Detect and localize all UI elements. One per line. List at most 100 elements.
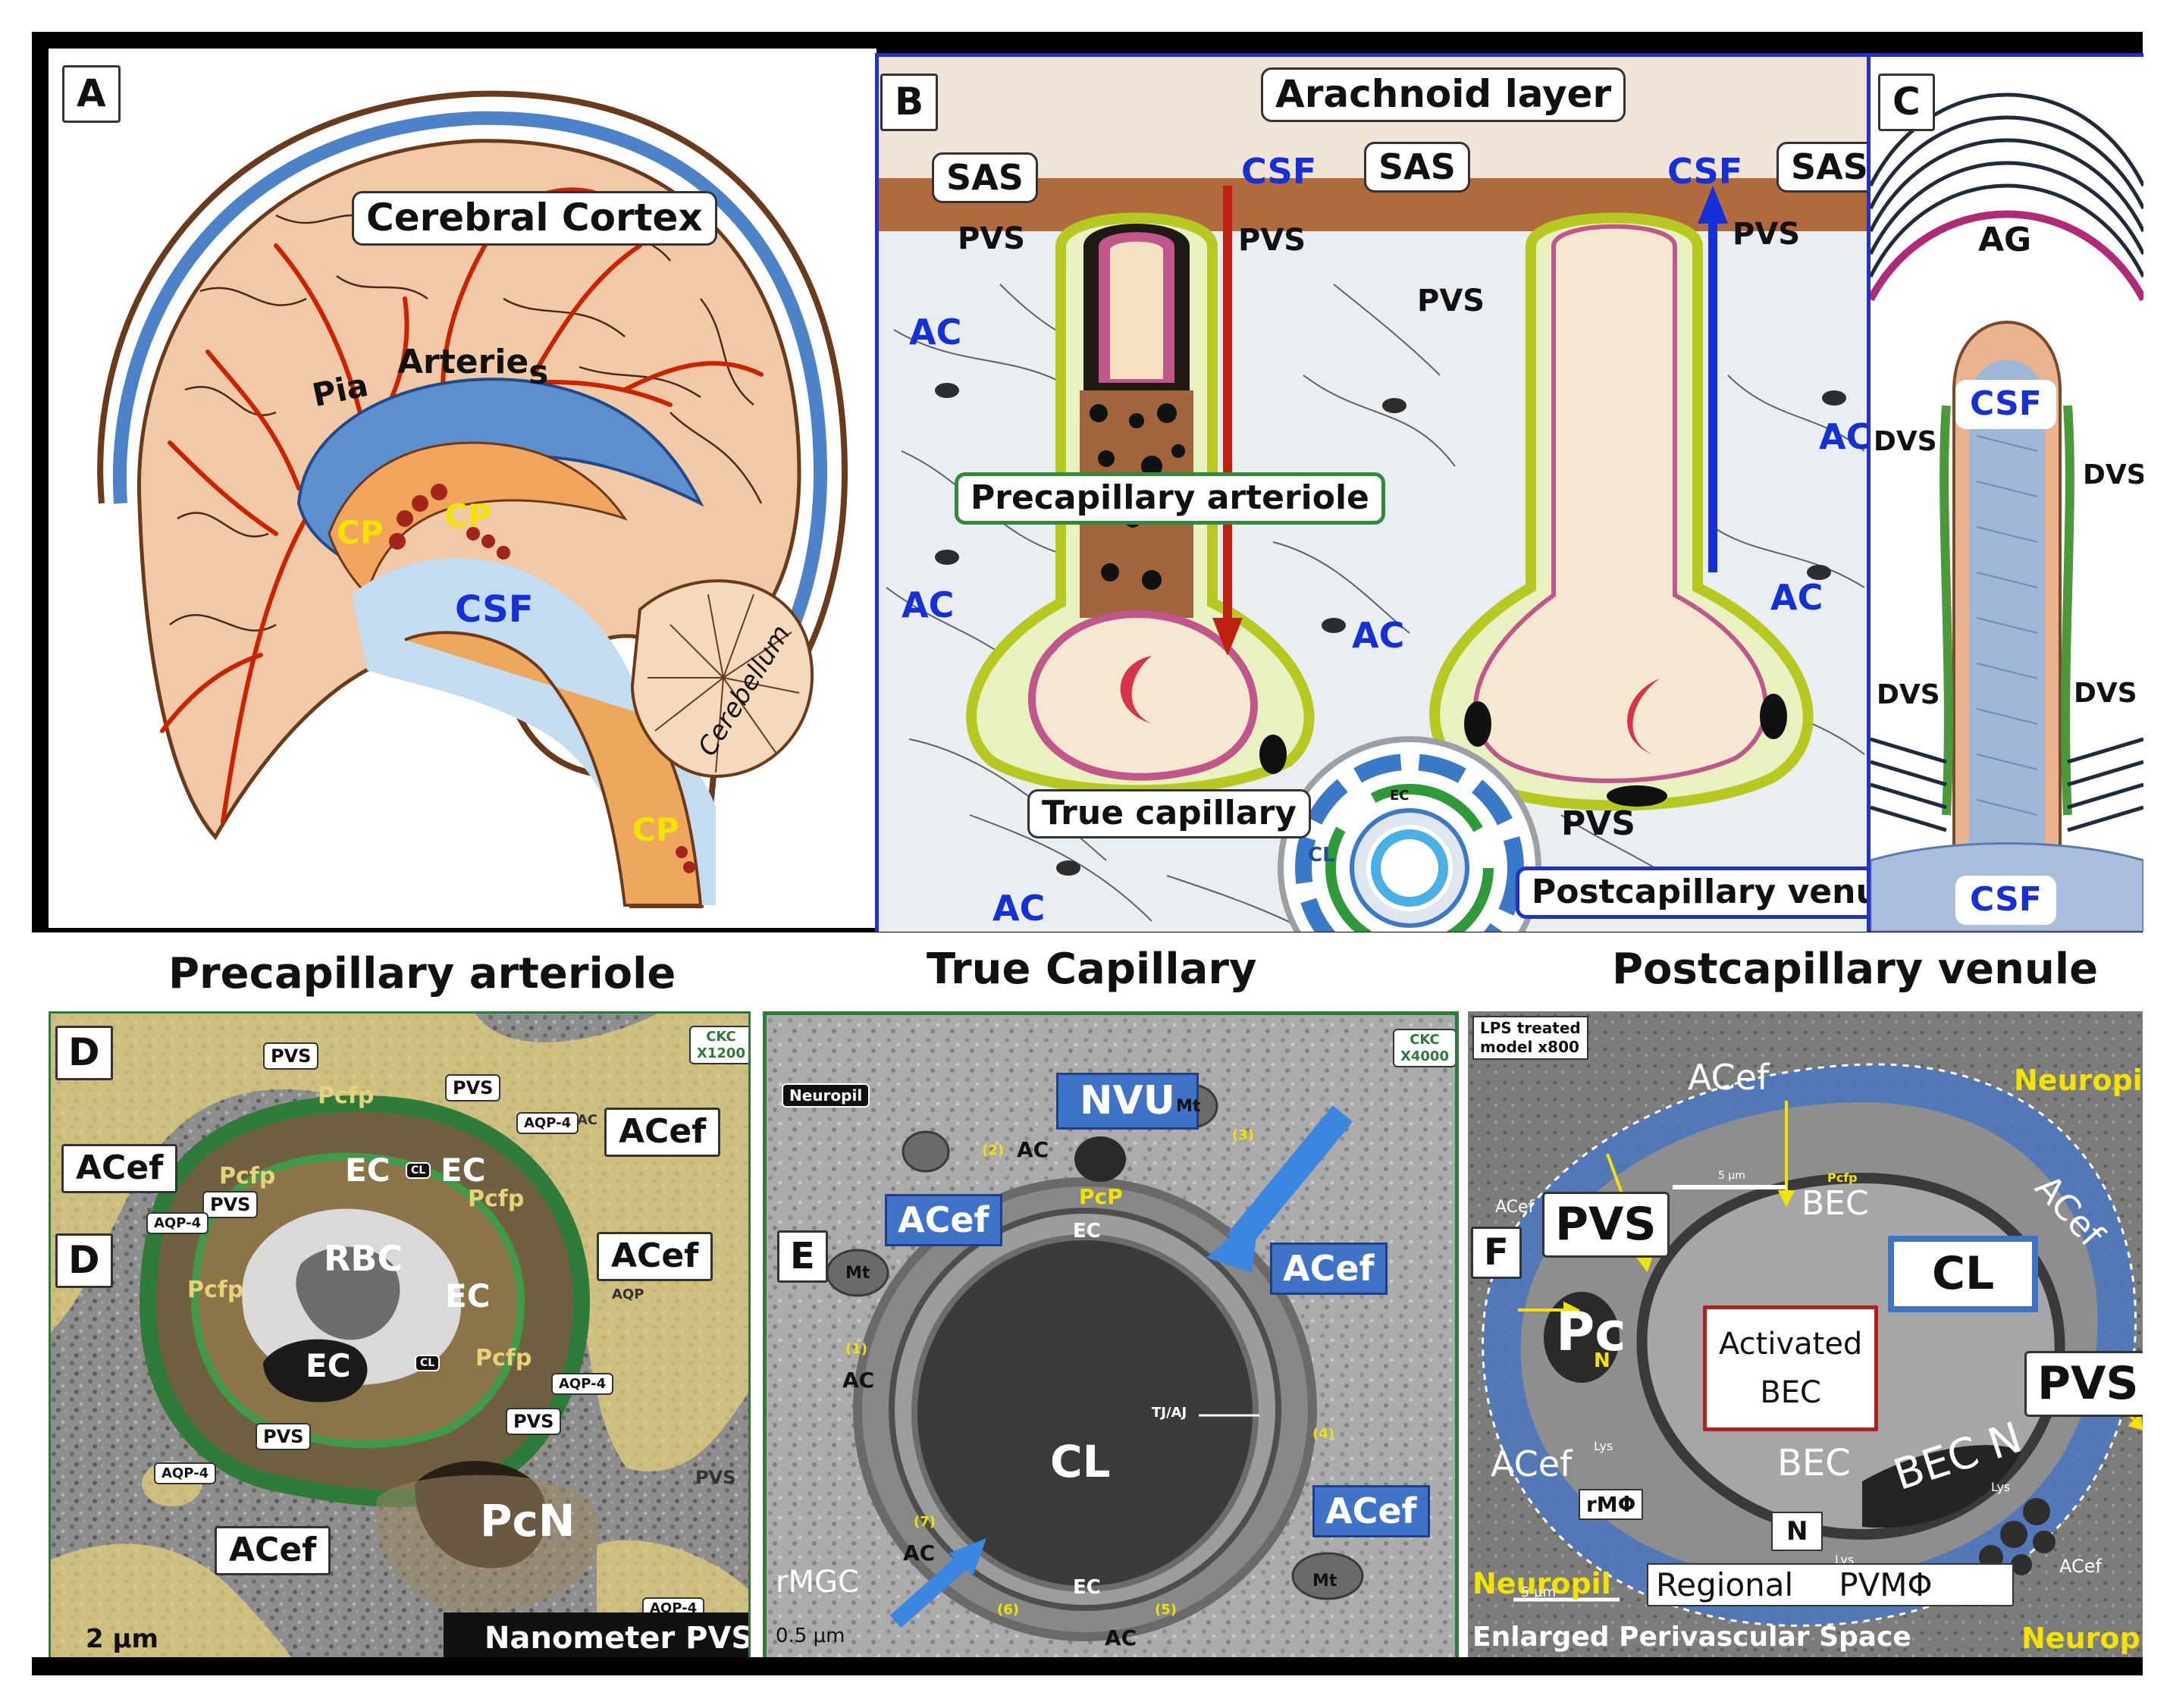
pvs-label-4: PVS — [1733, 217, 1801, 252]
pvs-label-3: PVS — [1417, 284, 1485, 318]
acef-box-e2: ACef — [1270, 1243, 1388, 1295]
tjaj-label: TJ/AJ — [1152, 1405, 1187, 1421]
acef-label-f5: ACef — [2059, 1556, 2102, 1577]
pvs-box-f1: PVS — [1542, 1192, 1670, 1258]
panel-b: B Arachnoid layer SAS SAS SAS CSF CSF PV… — [875, 53, 1874, 932]
lps-line-2: model x800 — [1480, 1038, 1579, 1056]
arteries-label-s: s — [528, 353, 549, 392]
ec-label-d1: EC — [345, 1152, 390, 1189]
panel-f-letter: F — [1471, 1227, 1522, 1280]
num-1: (1) — [845, 1341, 867, 1357]
aqp4-tag-1: AQP-4 — [516, 1112, 579, 1134]
pvs-tag-5: PVS — [256, 1423, 312, 1450]
scale-bar-e: 0.5 μm — [776, 1625, 845, 1647]
neuropil-label-f1: Neuropil — [2014, 1064, 2143, 1097]
aqp4-tag-2: AQP-4 — [146, 1212, 209, 1234]
panel-c-letter: C — [1878, 74, 1935, 131]
num-6: (6) — [997, 1602, 1019, 1618]
ec-label-d4: EC — [306, 1347, 351, 1384]
cl-tag-d2: CL — [415, 1355, 441, 1371]
num-5: (5) — [1155, 1602, 1177, 1618]
pvs-tag-1: PVS — [263, 1042, 319, 1070]
aqp-label: AQP — [612, 1286, 644, 1302]
ac-label-e4: AC — [1105, 1625, 1137, 1650]
acef-box-e3: ACef — [1312, 1485, 1430, 1537]
cp-label-2: CP — [444, 497, 491, 534]
pcfp-label-5: Pcfp — [475, 1345, 532, 1371]
pvs-box-f2: PVS — [2024, 1351, 2143, 1417]
acef-label-f4: ACef — [1491, 1443, 1573, 1484]
ckc-text-e: CKC — [1410, 1032, 1440, 1048]
csf-label-left: CSF — [1241, 151, 1317, 192]
arachnoid-label: Arachnoid layer — [1261, 67, 1626, 122]
panel-e-letter: E — [777, 1230, 828, 1283]
panel-d-letter-mid: D — [55, 1233, 113, 1288]
mt-label-1: Mt — [1176, 1097, 1201, 1116]
precapillary-em-image — [51, 1014, 748, 1657]
inset-ec-label: EC — [1390, 788, 1410, 804]
csf-label: CSF — [455, 588, 534, 631]
header-true-capillary: True Capillary — [927, 945, 1257, 994]
pcfp-label-2: Pcfp — [219, 1163, 276, 1189]
pvs-label-2: PVS — [1238, 223, 1306, 258]
ac-label-3: AC — [1352, 615, 1405, 656]
regional-text: Regional — [1656, 1566, 1794, 1603]
lys-label-1: Lys — [1594, 1439, 1613, 1453]
mag-text-d: X1200 — [697, 1045, 745, 1061]
bec-label-f2: BEC — [1777, 1442, 1851, 1484]
lps-line-1: LPS treated — [1480, 1019, 1581, 1037]
nanometer-pvs-label: Nanometer PVS — [444, 1612, 748, 1657]
dvs-label-1: DVS — [1874, 426, 1937, 457]
acef-label-d4: ACef — [215, 1526, 331, 1575]
panel-c: C AG CSF DVS DVS DVS DVS CSF — [1867, 53, 2143, 932]
dvs-label-4: DVS — [2074, 678, 2137, 709]
dvs-label-2: DVS — [2083, 459, 2143, 490]
pc-label: Pc — [1556, 1301, 1626, 1363]
cerebral-cortex-label: Cerebral Cortex — [352, 191, 717, 246]
csf-label-upper: CSF — [1955, 380, 2056, 429]
neuropil-label-f3: Neuropil — [2021, 1622, 2143, 1655]
ec-label-d3: EC — [445, 1277, 491, 1315]
header-postcapillary: Postcapillary venule — [1612, 945, 2099, 994]
dvs-label-3: DVS — [1877, 679, 1940, 710]
pc-n-label: N — [1594, 1349, 1610, 1372]
num-2: (2) — [982, 1142, 1004, 1158]
ac-label-6: AC — [992, 888, 1046, 929]
ec-label-e2: EC — [1073, 1576, 1101, 1599]
sas-label-2: SAS — [1364, 142, 1470, 193]
neuropil-label-f2: Neuropil — [1472, 1567, 1611, 1600]
ckc-text-d: CKC — [706, 1029, 736, 1045]
true-capillary-label: True capillary — [1027, 789, 1311, 838]
lys-label-2: Lys — [1991, 1480, 2011, 1494]
bec-label-f1: BEC — [1802, 1184, 1869, 1223]
bottom-area: Precapillary arteriole True Capillary Po… — [32, 932, 2143, 1657]
csf-label-lower: CSF — [1955, 876, 2056, 925]
pcp-label: PcP — [1079, 1184, 1123, 1209]
inset-cl-label: CL — [1308, 844, 1335, 867]
figure-frame: A Cerebral Cortex Pia Arteries CP CP CSF… — [32, 32, 2143, 1675]
panel-b-letter: B — [880, 74, 939, 131]
arteries-label: Arteries — [397, 343, 548, 390]
blue-arrow-lower — [889, 1538, 986, 1628]
pvs-tag-3: PVS — [202, 1191, 259, 1218]
ac-label-e2: AC — [842, 1368, 875, 1393]
sas-label-3: SAS — [1776, 142, 1874, 193]
arteries-label-main: Arteri — [397, 343, 506, 381]
header-precapillary: Precapillary arteriole — [168, 949, 676, 998]
rmo-tag: rMΦ — [1579, 1489, 1644, 1520]
activated-line-2: BEC — [1760, 1375, 1821, 1410]
num-4: (4) — [1312, 1426, 1334, 1442]
pcn-label: PcN — [480, 1495, 575, 1547]
mag-text-e: X4000 — [1400, 1048, 1449, 1064]
acef-label-d1: ACef — [604, 1108, 721, 1157]
pcfp-label-1: Pcfp — [318, 1083, 375, 1109]
pcfp-label-4: Pcfp — [187, 1277, 244, 1303]
pvmo-text: PVMΦ — [1839, 1566, 1933, 1603]
pvs-tag-2: PVS — [445, 1074, 501, 1102]
pvs-tag-4: PVS — [506, 1408, 562, 1435]
postcapillary-venule-label: Postcapillary venule — [1516, 867, 1874, 919]
